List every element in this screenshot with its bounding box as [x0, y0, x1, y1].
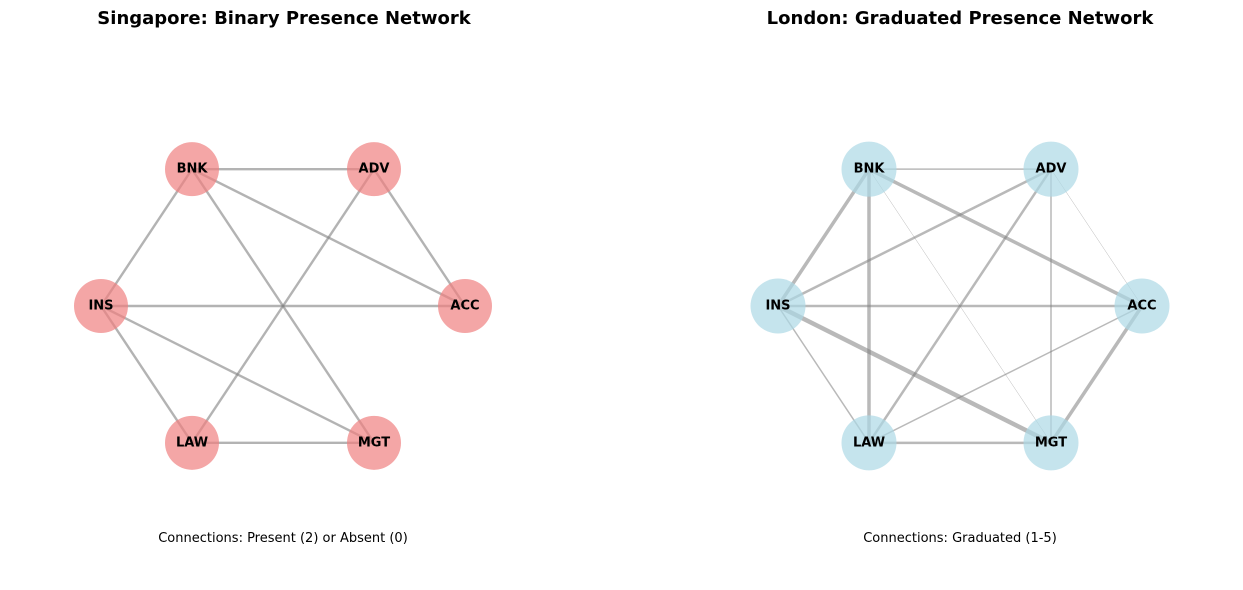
edge-ins-law: [100, 305, 193, 444]
edge-ins-mgt: [100, 304, 375, 444]
singapore-edges: [100, 167, 466, 445]
node-label-mgt: MGT: [1035, 435, 1067, 450]
edge-mgt-ins: [776, 303, 1053, 445]
node-label-mgt: MGT: [358, 435, 390, 450]
node-label-adv: ADV: [1036, 162, 1067, 177]
panel-title-singapore: Singapore: Binary Presence Network: [97, 8, 471, 29]
node-label-law: LAW: [176, 435, 208, 450]
singapore-network: BNK ADV ACC MGT LAW INS: [74, 142, 492, 470]
node-label-adv: ADV: [359, 162, 390, 177]
node-law: [841, 415, 897, 471]
node-ins: [750, 278, 806, 334]
node-adv: [1023, 141, 1079, 197]
node-label-law: LAW: [853, 435, 885, 450]
node-label-ins: INS: [765, 299, 790, 314]
node-label-acc: ACC: [1127, 299, 1156, 314]
node-mgt: [347, 415, 401, 470]
node-label-ins: INS: [88, 299, 113, 314]
edge-adv-acc: [373, 168, 466, 307]
london-network: BNK ADV ACC MGT LAW INS: [750, 141, 1170, 471]
edge-adv-ins: [777, 168, 1052, 308]
node-acc: [438, 279, 492, 333]
singapore-nodes: BNK ADV ACC MGT LAW INS: [74, 142, 492, 470]
node-acc: [1114, 278, 1170, 334]
edge-acc-law: [868, 305, 1143, 444]
london-nodes: BNK ADV ACC MGT LAW INS: [750, 141, 1170, 471]
panel-title-london: London: Graduated Presence Network: [766, 8, 1154, 29]
caption-singapore: Connections: Present (2) or Absent (0): [158, 531, 408, 546]
caption-london: Connections: Graduated (1-5): [863, 531, 1057, 546]
node-mgt: [1023, 415, 1079, 471]
node-law: [165, 415, 219, 470]
node-label-bnk: BNK: [854, 162, 886, 177]
edge-bnk-ins: [100, 168, 193, 307]
node-label-acc: ACC: [450, 299, 479, 314]
node-bnk: [841, 141, 897, 197]
node-adv: [347, 142, 401, 197]
node-bnk: [165, 142, 219, 197]
node-label-bnk: BNK: [177, 162, 209, 177]
london-edges: [776, 167, 1144, 445]
node-ins: [74, 279, 128, 333]
